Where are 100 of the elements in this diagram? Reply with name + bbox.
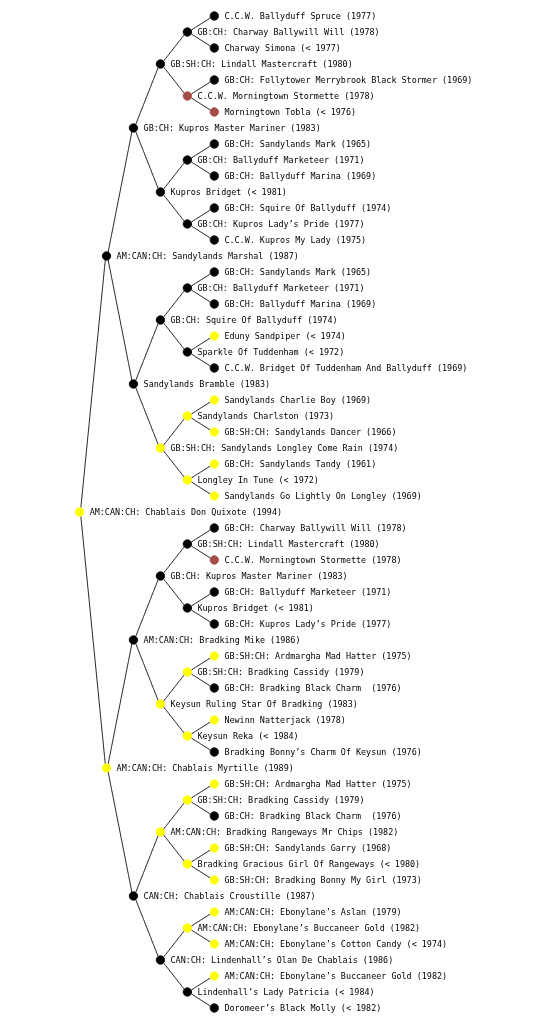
node-circle (209, 747, 219, 757)
connector (135, 835, 159, 893)
node-circle (209, 331, 219, 341)
node-label: GB:CH: Charway Ballywill Will (1978) (224, 522, 407, 533)
node-circle (209, 971, 219, 981)
connector (163, 674, 185, 702)
node-label: GB:CH: Ballyduff Marketeer (1971) (197, 282, 365, 293)
node-label: GB:SH:CH: Bradking Bonny My Girl (1973) (224, 874, 422, 885)
connector (190, 417, 211, 431)
node-label: GB:CH: Sandylands Tandy (1961) (224, 458, 377, 469)
connector (163, 418, 185, 446)
node-circle (182, 91, 192, 101)
node-label: GB:CH: Bradking Black Charm (1976) (224, 810, 402, 821)
node-label: C.C.W. Kupros My Lady (1975) (224, 234, 367, 245)
node-circle (209, 843, 219, 853)
node-circle (209, 683, 219, 693)
node-circle (209, 523, 219, 533)
connector (135, 67, 159, 125)
node-circle (209, 875, 219, 885)
node-label: CAN:CH: Lindenhall’s Olan De Chablais (1986) (170, 954, 394, 965)
node-label: GB:SH:CH: Bradking Cassidy (1979) (197, 666, 365, 677)
node-circle (209, 459, 219, 469)
connector (190, 865, 211, 879)
node-label: C.C.W. Morningtown Stormette (1978) (224, 554, 402, 565)
connector (190, 785, 211, 799)
node-circle (209, 587, 219, 597)
node-circle (182, 923, 192, 933)
node-label: Sandylands Bramble (1983) (143, 378, 271, 389)
node-circle (182, 603, 192, 613)
node-label: Sparkle Of Tuddenham (< 1972) (197, 346, 345, 357)
node-label: Sandylands Charlie Boy (1969) (224, 394, 372, 405)
connector (163, 706, 185, 734)
node-circle (182, 795, 192, 805)
node-label: Longley In Tune (< 1972) (197, 474, 319, 485)
connector (190, 273, 211, 287)
connector (190, 145, 211, 159)
node-circle (209, 715, 219, 725)
node-label: GB:CH: Follytower Merrybrook Black Stormer (1969) (224, 74, 473, 85)
connector (190, 593, 211, 607)
node-circle (209, 651, 219, 661)
node-label: GB:CH: Ballyduff Marketeer (1971) (224, 586, 392, 597)
node-circle (128, 635, 139, 645)
node-label: Newinn Natterjack (1978) (224, 714, 346, 725)
node-circle (182, 539, 192, 549)
connector (190, 545, 211, 559)
connector (135, 899, 159, 957)
node-label: C.C.W. Ballyduff Spruce (1977) (224, 10, 377, 21)
connector (163, 66, 185, 94)
node-circle (155, 571, 166, 581)
node-circle (128, 891, 139, 901)
node-circle (155, 315, 166, 325)
node-label: Keysun Ruling Star Of Bradking (1983) (170, 698, 358, 709)
node-circle (101, 763, 112, 773)
node-label: AM:CAN:CH: Bradking Mike (1986) (143, 634, 301, 645)
connector (163, 450, 185, 478)
connector (163, 578, 185, 606)
node-label: C.C.W. Morningtown Stormette (1978) (197, 90, 375, 101)
node-circle (155, 59, 166, 69)
node-label: GB:CH: Sandylands Mark (1965) (224, 138, 372, 149)
node-circle (209, 491, 219, 501)
connector (190, 737, 211, 751)
node-circle (209, 203, 219, 213)
connector (190, 993, 211, 1007)
node-circle (209, 395, 219, 405)
connector (163, 194, 185, 222)
node-circle (182, 27, 192, 37)
node-label: Bradking Bonny’s Charm Of Keysun (1976) (224, 746, 422, 757)
node-label: GB:SH:CH: Lindall Mastercraft (1980) (170, 58, 353, 69)
node-circle (209, 43, 219, 53)
node-label: GB:CH: Kupros Master Mariner (1983) (143, 122, 321, 133)
connector (163, 34, 185, 62)
node-label: Keysun Reka (< 1984) (197, 730, 299, 741)
node-label: GB:CH: Squire Of Ballyduff (1974) (224, 202, 392, 213)
node-circle (182, 475, 192, 485)
node-circle (209, 779, 219, 789)
connector (190, 913, 211, 927)
node-label: Charway Simona (< 1977) (224, 42, 341, 53)
node-label: AM:CAN:CH: Ebonylane’s Buccaneer Gold (1982) (197, 922, 421, 933)
node-label: C.C.W. Bridget Of Tuddenham And Ballyduff (1969) (224, 362, 468, 373)
node-label: Doromeer’s Black Molly (< 1982) (224, 1002, 382, 1013)
node-label: AM:CAN:CH: Ebonylane’s Aslan (1979) (224, 906, 402, 917)
connector (135, 131, 159, 189)
connector (190, 481, 211, 495)
node-label: GB:SH:CH: Sandylands Dancer (1966) (224, 426, 397, 437)
node-circle (209, 363, 219, 373)
connector (190, 801, 211, 815)
node-label: GB:CH: Squire Of Ballyduff (1974) (170, 314, 338, 325)
connector (190, 97, 211, 111)
node-circle (182, 667, 192, 677)
node-circle (209, 619, 219, 629)
connector (107, 131, 133, 253)
node-label: Kupros Bridget (< 1981) (197, 602, 314, 613)
node-circle (209, 811, 219, 821)
connector (190, 337, 211, 351)
connector (190, 977, 211, 991)
connector (190, 353, 211, 367)
node-label: GB:SH:CH: Sandylands Garry (1968) (224, 842, 392, 853)
connector (135, 323, 159, 381)
node-label: GB:CH: Charway Ballywill Will (1978) (197, 26, 380, 37)
node-circle (182, 731, 192, 741)
